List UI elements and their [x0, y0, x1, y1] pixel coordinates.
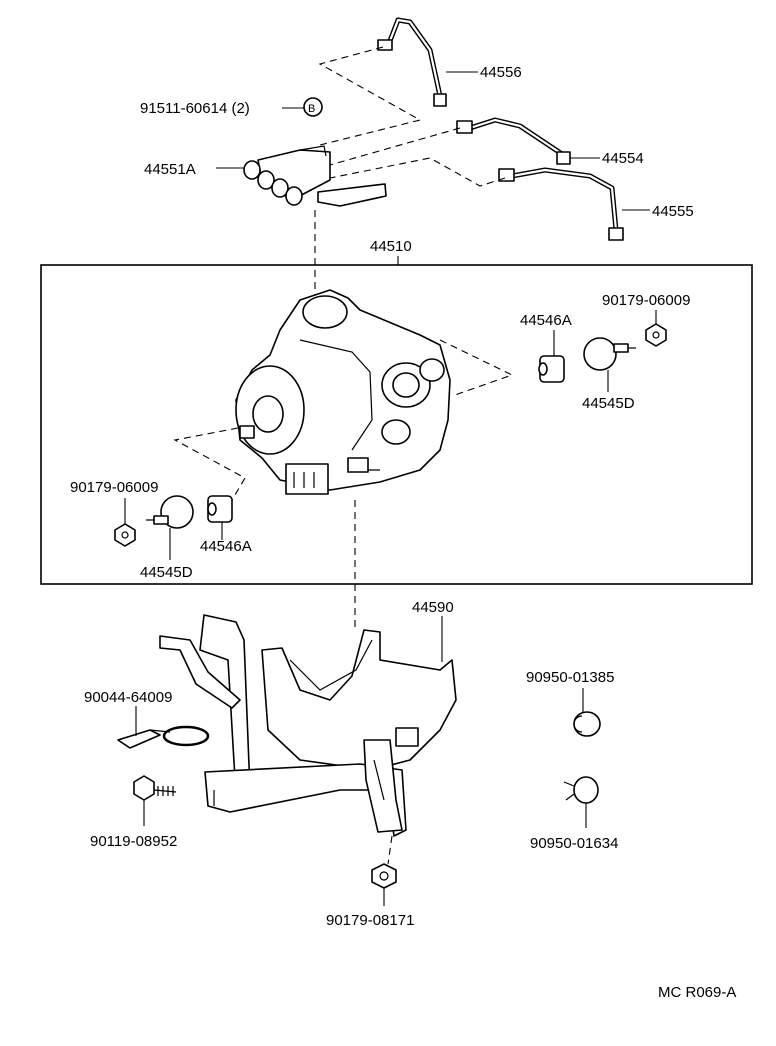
nut-90179-06009-left	[114, 523, 136, 547]
bolt-90119	[133, 775, 177, 801]
label-44545D-right: 44545D	[582, 395, 635, 412]
label-44551A: 44551A	[144, 161, 196, 178]
label-90179-08171: 90179-08171	[326, 912, 414, 929]
label-44510: 44510	[370, 238, 412, 255]
label-90950-01634: 90950-01634	[530, 835, 618, 852]
relation-line	[329, 157, 506, 187]
label-91511: 91511-60614 (2)	[140, 100, 250, 117]
insulator-44545D-right	[583, 337, 636, 371]
label-44545D-left: 44545D	[140, 564, 193, 581]
bracket-44590	[159, 614, 457, 837]
cushion-44546A-left	[207, 495, 233, 523]
abs-actuator	[235, 289, 451, 495]
washer-bolt-91511: B	[303, 97, 323, 117]
assembly-frame-44510	[40, 264, 753, 585]
washer-mark-text: B	[308, 103, 315, 115]
relation-line	[173, 427, 246, 501]
label-90119: 90119-08952	[90, 833, 177, 850]
center-line	[387, 835, 393, 865]
relation-line	[439, 339, 514, 396]
brake-tube-44555	[498, 167, 624, 241]
label-44555: 44555	[652, 203, 694, 220]
cushion-44546A-right	[538, 355, 565, 383]
solenoid-assembly-44551A	[243, 145, 387, 207]
label-90950-01385: 90950-01385	[526, 669, 614, 686]
label-90044: 90044-64009	[84, 689, 172, 706]
clip-90950-01634	[563, 776, 599, 804]
diagram-code: MC R069-A	[658, 984, 736, 1001]
relation-line	[318, 46, 422, 146]
label-44546A-left: 44546A	[200, 538, 252, 555]
label-44590: 44590	[412, 599, 454, 616]
brake-tube-44556	[377, 17, 447, 107]
label-90179-06009-right: 90179-06009	[602, 292, 690, 309]
nut-90179-08171	[371, 863, 397, 889]
label-44546A-right: 44546A	[520, 312, 572, 329]
relation-line	[329, 127, 461, 166]
insulator-44545D-left	[146, 495, 194, 529]
label-90179-06009-left: 90179-06009	[70, 479, 158, 496]
label-44556: 44556	[480, 64, 522, 81]
label-44554: 44554	[602, 150, 644, 167]
grommet-90950-01385	[573, 711, 601, 737]
clamp-90044	[117, 725, 210, 749]
brake-tube-44554	[456, 117, 571, 165]
nut-90179-06009-right	[645, 323, 667, 347]
